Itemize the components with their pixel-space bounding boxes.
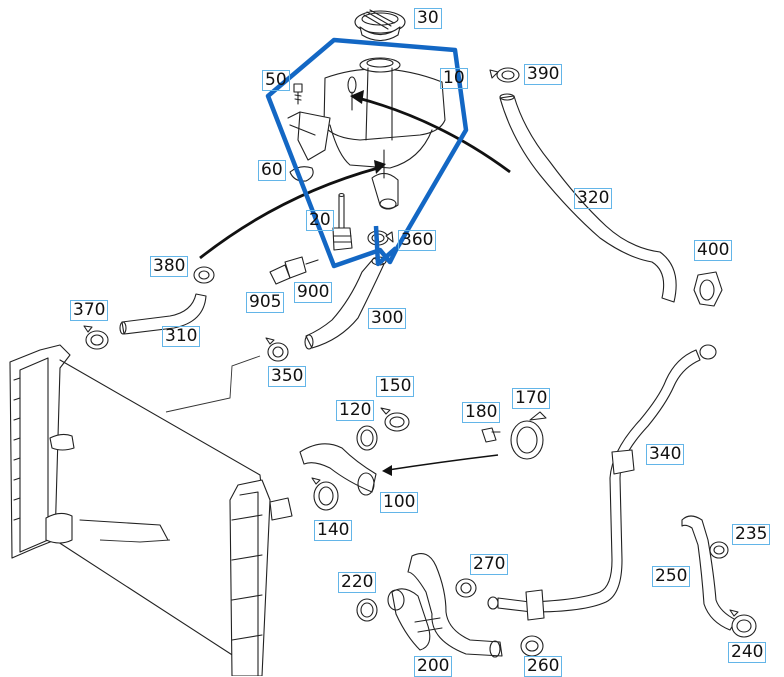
label-320: 320 [574,188,613,209]
part-360-clamp[interactable] [367,230,394,246]
label-370: 370 [70,300,109,321]
part-350-clamp[interactable] [265,337,289,362]
label-905: 905 [246,292,285,313]
label-50: 50 [262,70,290,91]
label-400: 400 [694,240,733,261]
part-400-clamp[interactable] [693,271,723,307]
label-340: 340 [646,444,685,465]
part-170-clamp[interactable] [510,411,547,460]
part-120-seal-ring[interactable] [356,425,378,451]
label-60: 60 [258,160,286,181]
label-380: 380 [150,256,189,277]
part-50-screw[interactable] [293,83,303,105]
label-120: 120 [336,400,375,421]
label-30: 30 [414,8,442,29]
part-235-clamp[interactable] [709,541,729,559]
part-370-clamp[interactable] [83,325,109,350]
label-140: 140 [314,520,353,541]
part-220-seal-ring[interactable] [356,598,378,622]
label-170: 170 [512,388,551,409]
part-270-clamp[interactable] [455,578,477,598]
arrow-tank-outlet [199,166,379,260]
part-250-hose[interactable] [681,515,737,631]
leader-lines [99,355,261,543]
label-180: 180 [462,402,501,423]
label-300: 300 [368,308,407,329]
label-900: 900 [294,282,333,303]
part-260-clamp[interactable] [520,635,544,657]
part-390-clamp[interactable] [489,67,520,83]
arrow-head-icon [350,90,364,104]
part-320-hose[interactable] [499,93,677,303]
part-180-screw[interactable] [481,427,501,443]
part-340-pipe[interactable] [487,344,717,621]
part-900-connector[interactable] [269,256,319,285]
highlight-outline [265,37,469,269]
highlight-outline-tail [373,225,398,267]
label-10: 10 [440,68,468,89]
flow-arrows [199,90,511,476]
part-150-clamp[interactable] [380,407,410,432]
label-260: 260 [524,656,563,677]
label-350: 350 [268,366,307,387]
arrow-tank-inlet [357,96,511,174]
part-240-clamp[interactable] [729,609,757,638]
label-240: 240 [728,642,767,663]
label-390: 390 [524,64,563,85]
label-235: 235 [732,524,771,545]
label-220: 220 [338,572,377,593]
part-200-hose[interactable] [387,553,503,658]
label-150: 150 [376,376,415,397]
part-10-expansion-tank[interactable] [287,57,446,210]
part-380-clamp[interactable] [193,266,215,284]
part-30-cap[interactable] [354,9,406,42]
label-100: 100 [380,492,419,513]
label-250: 250 [652,566,691,587]
label-20: 20 [306,210,334,231]
arrow-head-icon [374,160,386,174]
part-100-hose[interactable] [299,443,377,496]
part-140-clamp[interactable] [311,477,339,511]
label-360: 360 [398,230,437,251]
arrow-head-icon [382,465,392,476]
part-300-hose[interactable] [304,256,387,350]
label-270: 270 [470,554,509,575]
radiator[interactable] [9,344,293,676]
label-310: 310 [162,326,201,347]
arrow-hose-100 [387,454,499,471]
label-200: 200 [414,656,453,677]
part-20-sensor[interactable] [332,192,353,251]
